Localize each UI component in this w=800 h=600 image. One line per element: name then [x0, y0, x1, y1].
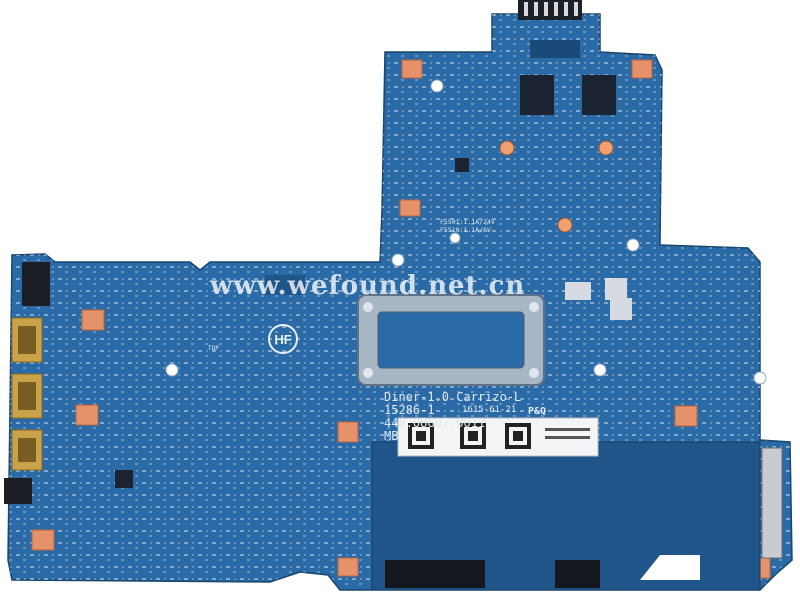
- mounting-pads: [31, 59, 771, 579]
- ic-chip: [605, 278, 627, 300]
- ic-chip: [610, 298, 632, 320]
- top-marker: TOP: [208, 345, 219, 352]
- fuse-label-1: F5501:1.1A/24V: [440, 218, 495, 226]
- ram-slot-contacts: [555, 560, 600, 588]
- model-line-3: 448.08G07.0011: [384, 416, 485, 430]
- model-line-1: Diner-1.0 Carrizo-L: [384, 390, 521, 404]
- cert-mark: P&Q: [528, 406, 546, 417]
- cpu-bracket: [357, 294, 545, 386]
- watermark-text: www.wefound.net.cn: [209, 271, 525, 301]
- fuse-label-2: F5510:1.1A/6V: [440, 226, 491, 234]
- date-code: 1615-61-21: [462, 405, 516, 415]
- ic-chip: [115, 470, 133, 488]
- ram-slot-contacts: [385, 560, 485, 588]
- barcode-label: [397, 417, 599, 457]
- hf-logo-text: HF: [274, 332, 291, 347]
- usb-port-1: [11, 317, 43, 363]
- ic-chip: [565, 282, 591, 300]
- memory-chip-right: [582, 75, 616, 115]
- mounting-holes: [499, 140, 614, 233]
- edge-connector: [761, 447, 783, 559]
- memory-chip-left: [520, 75, 554, 115]
- usb-port-2: [11, 373, 43, 419]
- hdmi-port: [11, 429, 43, 471]
- model-line-4: MB: [384, 429, 398, 443]
- ic-chip: [265, 275, 305, 295]
- ic-chip: [455, 158, 469, 172]
- power-connector: [518, 0, 582, 20]
- headphone-jack: [4, 262, 50, 504]
- model-line-2: 15286-1: [384, 403, 435, 417]
- ic-chip: [530, 40, 580, 58]
- ram-slot-notch: [640, 555, 700, 580]
- hf-logo: HF: [268, 324, 298, 354]
